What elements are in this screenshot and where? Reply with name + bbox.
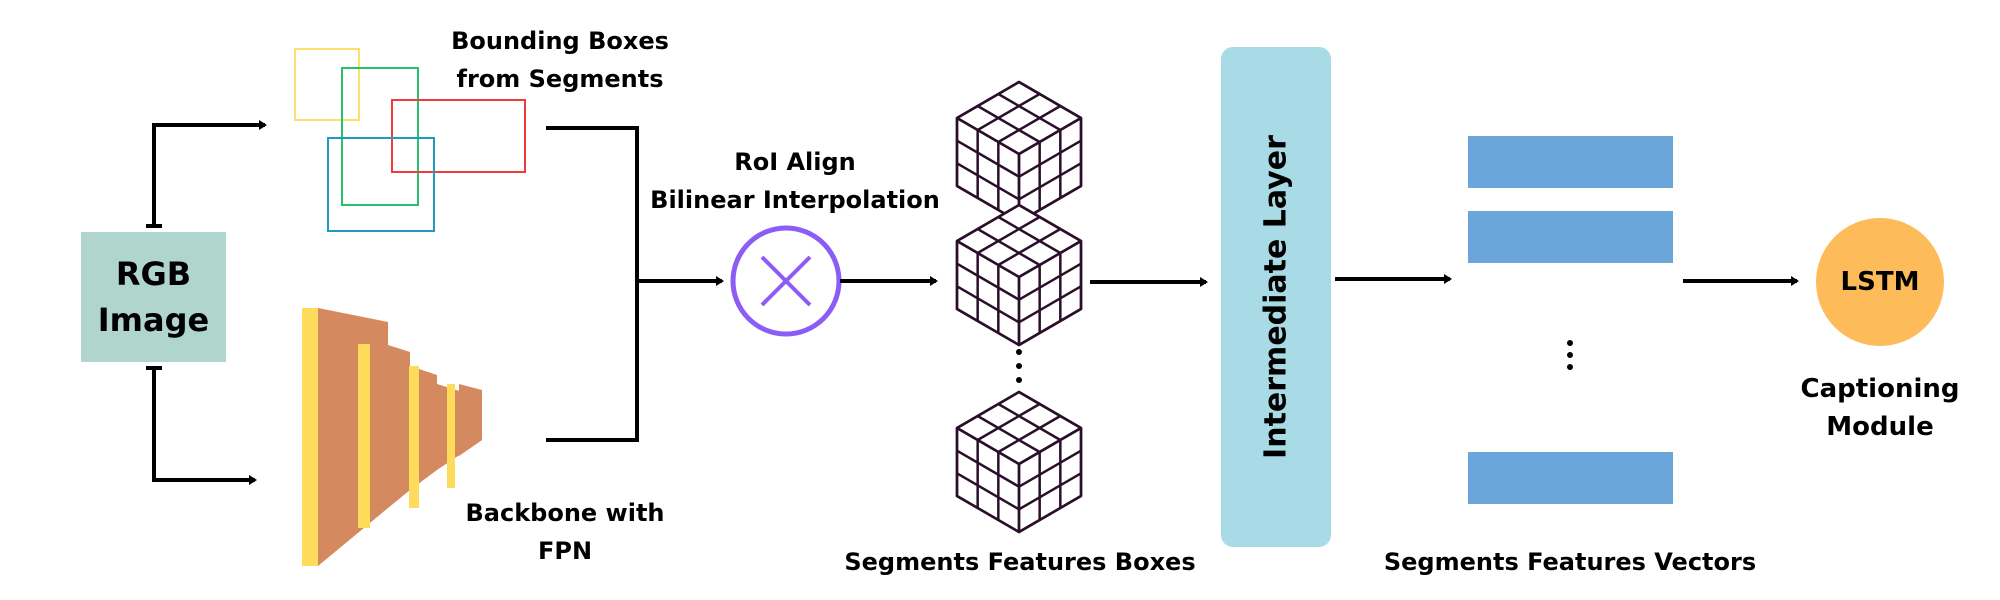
bounding-boxes-label-line1: Bounding Boxes: [451, 27, 669, 55]
bounding-boxes-icon: [294, 48, 526, 232]
captioning-module-label: Captioning Module: [1770, 370, 1990, 446]
arrow-rgb-to-boxes: [146, 120, 267, 228]
roi-align-label: RoI Align Bilinear Interpolation: [640, 143, 950, 219]
rgb-image-node: RGB Image: [81, 232, 226, 362]
roi-align-label-line2: Bilinear Interpolation: [650, 186, 940, 214]
bounding-boxes-label: Bounding Boxes from Segments: [440, 22, 680, 98]
arrow-rgb-to-backbone: [146, 366, 257, 485]
lstm-label: LSTM: [1840, 267, 1920, 297]
intermediate-layer-label: Intermediate Layer: [1258, 135, 1294, 459]
feature-vector-n: [1468, 452, 1673, 504]
merge-bracket: [546, 126, 724, 442]
lstm-node: LSTM: [1816, 218, 1944, 346]
intermediate-layer-node: Intermediate Layer: [1221, 47, 1331, 547]
rgb-label-line2: Image: [97, 301, 210, 339]
feature-vector-2: [1468, 211, 1673, 263]
backbone-label-line2: FPN: [537, 537, 593, 565]
cube-ellipsis-icon: [1016, 349, 1022, 383]
feature-cube-3: [955, 390, 1083, 534]
backbone-fpn-icon: [302, 308, 482, 566]
backbone-label: Backbone with FPN: [445, 494, 685, 570]
roi-align-operator-icon: [730, 225, 842, 337]
feature-vector-1: [1468, 136, 1673, 188]
feature-cube-1: [955, 80, 1083, 224]
captioning-label-line1: Captioning: [1800, 374, 1960, 404]
captioning-label-line2: Module: [1826, 412, 1934, 442]
feature-boxes-label: Segments Features Boxes: [844, 548, 1196, 576]
feature-cube-2: [955, 203, 1083, 347]
backbone-label-line1: Backbone with: [465, 499, 665, 527]
roi-align-label-line1: RoI Align: [734, 148, 856, 176]
bounding-boxes-label-line2: from Segments: [456, 65, 664, 93]
rgb-label-line1: RGB: [115, 255, 192, 293]
feature-vectors-label: Segments Features Vectors: [1383, 548, 1757, 576]
vector-ellipsis-icon: [1567, 340, 1573, 370]
feature-cubes: [955, 80, 1083, 534]
